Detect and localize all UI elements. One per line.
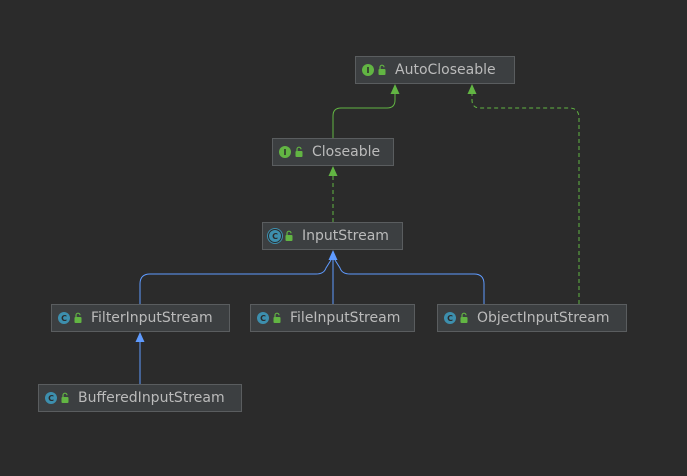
node-label: FileInputStream: [290, 310, 401, 326]
interface-icon: I: [279, 146, 291, 158]
node-label: Closeable: [312, 144, 381, 160]
node-inputstream[interactable]: C InputStream: [262, 222, 403, 250]
inputstream-arrowhead: [328, 250, 338, 260]
node-fileinputstream[interactable]: C FileInputStream: [250, 304, 415, 332]
public-visibility-icon: [74, 312, 82, 323]
abstract-class-icon: C: [269, 230, 281, 242]
interface-icon: I: [362, 64, 374, 76]
node-bufferedinputstream[interactable]: C BufferedInputStream: [38, 384, 242, 412]
node-closeable[interactable]: I Closeable: [272, 138, 394, 166]
public-visibility-icon: [273, 312, 281, 323]
edge-objectinputstream-to-autocloseable: [467, 84, 580, 304]
node-label: AutoCloseable: [395, 62, 496, 78]
edge-closeable-to-autocloseable: [332, 84, 400, 138]
class-icon: C: [58, 312, 70, 324]
node-autocloseable[interactable]: I AutoCloseable: [355, 56, 515, 84]
arrowhead: [467, 84, 477, 94]
public-visibility-icon: [460, 312, 468, 323]
node-objectinputstream[interactable]: C ObjectInputStream: [437, 304, 627, 332]
public-visibility-icon: [61, 392, 69, 403]
class-icon: C: [45, 392, 57, 404]
edge-inputstream-to-closeable: [328, 166, 338, 222]
node-label: BufferedInputStream: [78, 390, 225, 406]
edge-objectinputstream-to-inputstream: [334, 259, 485, 304]
node-filterinputstream[interactable]: C FilterInputStream: [51, 304, 230, 332]
public-visibility-icon: [285, 230, 293, 241]
public-visibility-icon: [378, 64, 386, 75]
node-label: FilterInputStream: [91, 310, 213, 326]
public-visibility-icon: [295, 146, 303, 157]
arrowhead: [135, 332, 145, 342]
class-icon: C: [257, 312, 269, 324]
edge-filterinputstream-to-inputstream: [139, 259, 332, 304]
arrowhead: [328, 166, 338, 176]
node-label: InputStream: [302, 228, 389, 244]
class-icon: C: [444, 312, 456, 324]
edge-bufferedinputstream-to-filterinputstream: [135, 332, 145, 384]
node-label: ObjectInputStream: [477, 310, 610, 326]
arrowhead: [390, 84, 400, 94]
